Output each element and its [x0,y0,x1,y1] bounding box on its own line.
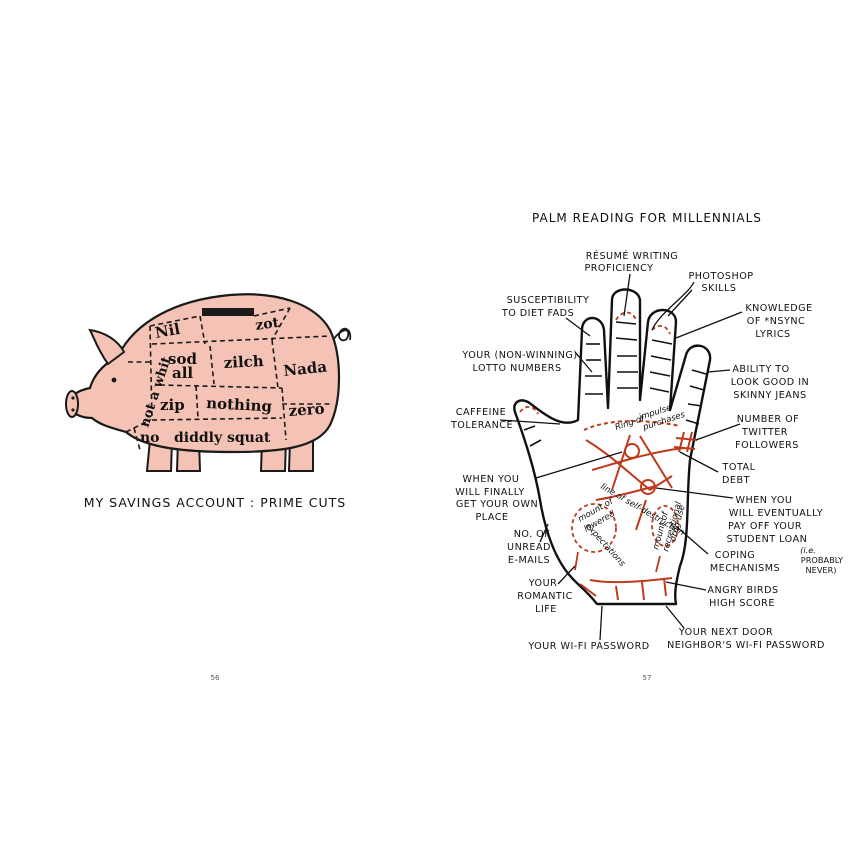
cut-label-zip: zip [160,396,185,414]
page-number-left: 56 [211,674,220,682]
pointer-lines [499,273,743,641]
label-nsync-3: LYRICS [755,329,790,340]
mount-recreational-drug-use [651,505,679,547]
label-emails-1: NO. OF [514,529,551,540]
cut-label-nil: Nil [154,320,182,342]
palm-title: PALM READING FOR MILLENNIALS [532,211,762,225]
label-place-3: GET YOUR OWN [456,499,538,510]
pig-snout [65,390,79,418]
label-photoshop-1: PHOTOSHOP [688,271,753,282]
label-emails-3: E-MAILS [508,555,550,566]
label-diet-1: SUSCEPTIBILITY [507,295,590,306]
label-place-2: WILL FINALLY [455,487,524,498]
label-caffeine-2: TOLERANCE [450,420,513,431]
palm-circle-top [624,443,640,459]
label-romantic-2: ROMANTIC [517,591,573,602]
cut-label-sod: sod [168,350,197,368]
label-jeans-3: SKINNY JEANS [733,390,806,401]
label-romantic-3: LIFE [535,604,557,615]
label-caffeine-1: CAFFEINE [456,407,506,418]
pig-caption: MY SAVINGS ACCOUNT : PRIME CUTS [84,495,346,510]
label-angry-2: HIGH SCORE [709,598,775,609]
coin-slot [202,308,254,316]
label-lotto-1: YOUR (NON-WINNING) [461,350,577,361]
cut-label-no: no [140,430,160,446]
label-nsync-1: KNOWLEDGE [745,303,812,314]
cut-label-nothing: nothing [206,394,273,415]
label-loan-5: (i.e. [800,545,816,555]
label-twitter-3: FOLLOWERS [735,440,799,451]
pig-eye [111,377,117,383]
mount-lowered-expectations [571,503,617,553]
page-number-right: 57 [643,674,652,682]
label-loan-1: WHEN YOU [736,495,793,506]
label-twitter-1: NUMBER OF [737,414,799,425]
palm-tick [655,555,661,573]
pig-nostril [71,396,75,400]
pig-illustration: Nil zot sod all zilch Nada not a whit zi… [65,293,352,472]
label-nsync-2: OF *NSYNC [747,316,805,327]
cut-label-all: all [172,364,193,382]
label-neighbor-1: YOUR NEXT DOOR [678,627,773,638]
label-lotto-2: LOTTO NUMBERS [472,363,561,374]
cut-lines [125,307,331,451]
label-debt-1: TOTAL [722,462,756,473]
label-loan-3: PAY OFF YOUR [728,521,802,532]
label-loan-4: STUDENT LOAN [727,534,808,545]
label-loan-2: WILL EVENTUALLY [729,508,823,519]
pig-tail [332,327,352,342]
cut-label-zot: zot [254,315,280,334]
label-loan-6: PROBABLY [801,555,844,565]
label-diet-2: TO DIET FADS [501,308,574,319]
label-place-1: WHEN YOU [463,474,520,485]
cut-label-diddly-squat: diddly squat [174,430,271,446]
label-place-4: PLACE [475,512,508,523]
pig-nostril [71,408,75,412]
label-romantic-1: YOUR [528,578,558,589]
label-photoshop-2: SKILLS [702,283,737,294]
label-angry-1: ANGRY BIRDS [707,585,778,596]
twitter-hash [673,431,698,453]
cut-label-zero: zero [288,400,325,420]
finger-creases [523,321,707,447]
label-neighbor-2: NEIGHBOR'S WI-FI PASSWORD [667,640,825,651]
label-debt-2: DEBT [722,475,750,486]
label-emails-2: UNREAD [507,542,551,553]
label-resume-2: PROFICIENCY [584,263,653,274]
fingertip-marks [519,311,671,415]
cut-label-nada: Nada [283,357,329,379]
hand-outline [513,288,712,606]
label-jeans-1: ABILITY TO [732,364,789,375]
label-loan-7: NEVER) [806,565,837,575]
label-coping-2: MECHANISMS [710,563,780,574]
palm-tick [574,551,579,571]
hand-illustration: Ring of impulse purchases line of self-d… [513,288,712,606]
label-resume-1: RÉSUMÉ WRITING [586,249,679,262]
pig-ear [88,328,126,366]
label-twitter-2: TWITTER [741,427,788,438]
label-wifi: YOUR WI-FI PASSWORD [527,641,649,652]
label-jeans-2: LOOK GOOD IN [731,377,809,388]
palm-circle-bottom [640,479,656,495]
cut-label-zilch: zilch [223,352,264,372]
label-coping-1: COPING [715,550,755,561]
